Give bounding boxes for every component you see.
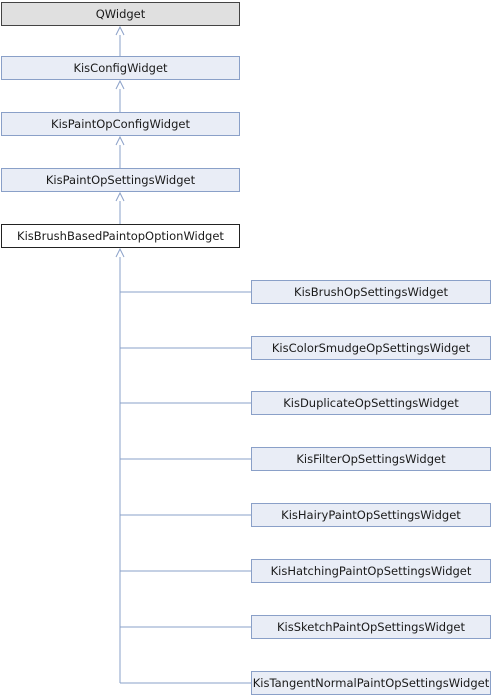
node-kis-brush-op-settings-widget[interactable]: KisBrushOpSettingsWidget xyxy=(251,280,491,304)
node-kis-brush-based-paintop-option-widget[interactable]: KisBrushBasedPaintopOptionWidget xyxy=(1,224,240,248)
node-kis-tangent-normal-paint-op-settings-widget[interactable]: KisTangentNormalPaintOpSettingsWidget xyxy=(251,671,491,695)
node-kis-duplicate-op-settings-widget[interactable]: KisDuplicateOpSettingsWidget xyxy=(251,391,491,415)
node-kis-filter-op-settings-widget[interactable]: KisFilterOpSettingsWidget xyxy=(251,447,491,471)
node-kis-config-widget[interactable]: KisConfigWidget xyxy=(1,56,240,80)
node-kis-paint-op-config-widget[interactable]: KisPaintOpConfigWidget xyxy=(1,112,240,136)
node-kis-hairy-paint-op-settings-widget[interactable]: KisHairyPaintOpSettingsWidget xyxy=(251,503,491,527)
node-kis-sketch-paint-op-settings-widget[interactable]: KisSketchPaintOpSettingsWidget xyxy=(251,615,491,639)
node-qwidget[interactable]: QWidget xyxy=(1,2,240,26)
node-kis-color-smudge-op-settings-widget[interactable]: KisColorSmudgeOpSettingsWidget xyxy=(251,336,491,360)
node-kis-hatching-paint-op-settings-widget[interactable]: KisHatchingPaintOpSettingsWidget xyxy=(251,559,491,583)
node-kis-paint-op-settings-widget[interactable]: KisPaintOpSettingsWidget xyxy=(1,168,240,192)
